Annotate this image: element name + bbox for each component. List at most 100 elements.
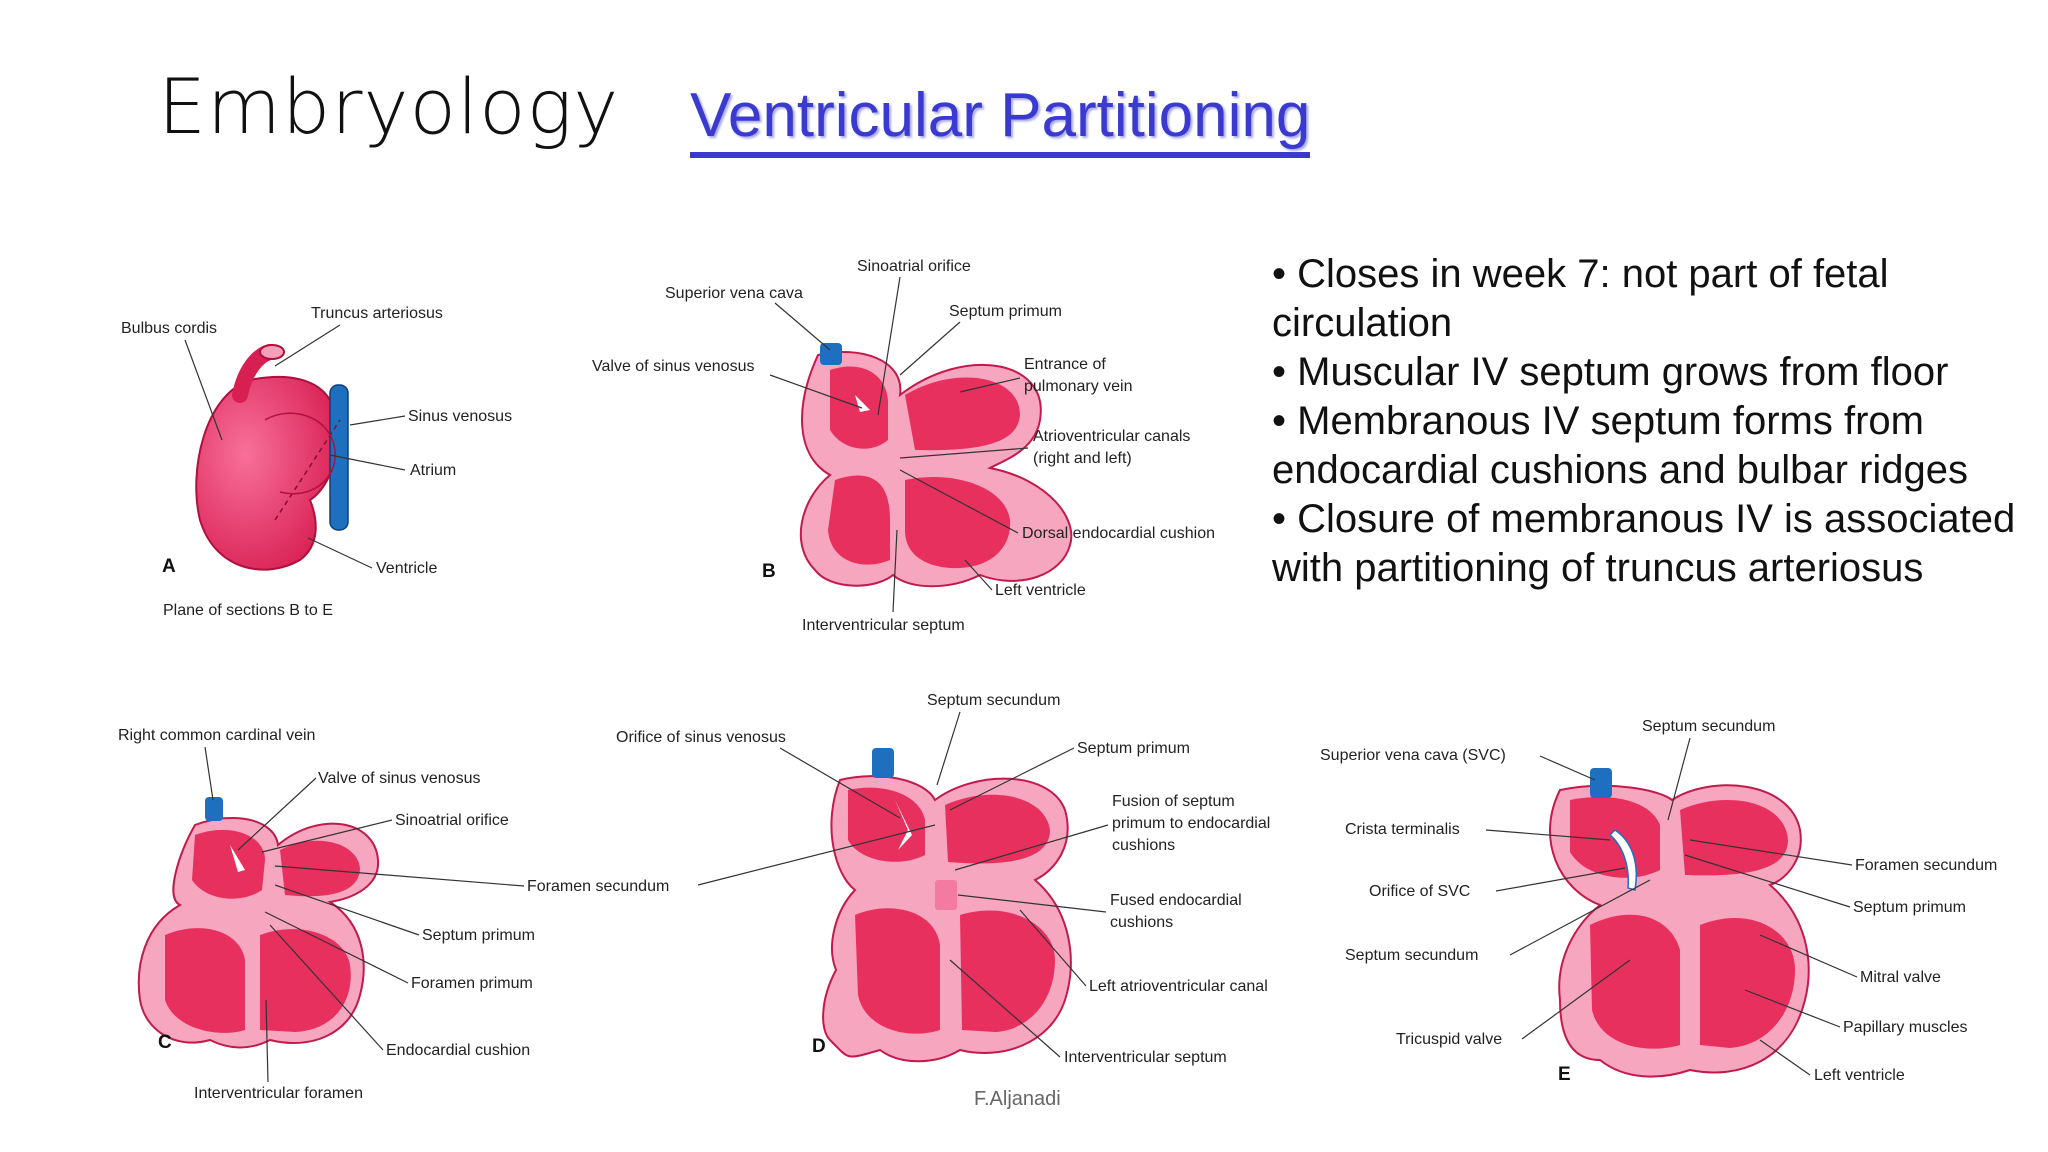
label-valve-sinus-venosus-c: Valve of sinus venosus (318, 770, 480, 787)
label-fused-endocardial-1: Fused endocardial (1110, 892, 1242, 909)
label-fusion-septum-2: primum to endocardial (1112, 815, 1270, 832)
label-interventricular-foramen: Interventricular foramen (194, 1085, 363, 1102)
leader-line (949, 959, 1061, 1058)
valve-slit-c (230, 845, 245, 872)
label-superior-vena-cava: Superior vena cava (665, 285, 803, 302)
label-right-common-cardinal-vein: Right common cardinal vein (118, 727, 315, 744)
label-septum-primum-c: Septum primum (422, 927, 535, 944)
panel-c: Right common cardinal vein Valve of sinu… (118, 727, 669, 1102)
panel-e: Septum secundum Superior vena cava (SVC)… (1320, 718, 1997, 1085)
leader-line (1485, 829, 1611, 841)
label-foramen-primum: Foramen primum (411, 975, 533, 992)
panel-a: Bulbus cordis Truncus arteriosus Sinus v… (121, 305, 512, 619)
panel-letter-d: D (812, 1036, 826, 1057)
leader-line (877, 276, 901, 416)
label-left-ventricle-e: Left ventricle (1814, 1067, 1905, 1084)
left-ventricle-b (905, 476, 1011, 569)
panel-b: Sinoatrial orifice Superior vena cava Se… (592, 258, 1215, 634)
leader-line (769, 374, 863, 409)
label-left-av-canal: Left atrioventricular canal (1089, 978, 1268, 995)
label-sinus-venosus: Sinus venosus (408, 408, 512, 425)
atrium-outline (264, 412, 336, 495)
truncus-opening-shape (259, 344, 285, 360)
heart-body-shape (195, 376, 340, 571)
label-av-canals: Atrioventricular canals (1033, 428, 1190, 445)
bullet-list: • Closes in week 7: not part of fetal ci… (1272, 250, 2048, 593)
leader-line (1684, 854, 1851, 908)
orifice-svc-shape (1608, 829, 1637, 891)
leader-line (269, 924, 384, 1051)
leader-line (1744, 989, 1841, 1028)
left-ventricle-d (960, 910, 1055, 1032)
leader-line (964, 559, 993, 591)
panel-letter-b: B (762, 561, 776, 582)
right-ventricle-d (855, 908, 940, 1034)
leader-line (959, 377, 1021, 393)
label-septum-secundum-e: Septum secundum (1345, 947, 1478, 964)
leader-line (892, 529, 898, 613)
label-left-ventricle-b: Left ventricle (995, 582, 1086, 599)
label-svc-e: Superior vena cava (SVC) (1320, 747, 1506, 764)
label-septum-secundum-e-top: Septum secundum (1642, 718, 1775, 735)
label-fusion-septum-1: Fusion of septum (1112, 793, 1235, 810)
label-fusion-septum-3: cushions (1112, 837, 1175, 854)
left-atrium-b (905, 377, 1020, 451)
leader-line (265, 999, 269, 1083)
leader-line (779, 747, 901, 819)
leader-line (1759, 934, 1858, 978)
leader-line (204, 746, 214, 801)
label-orifice-svc: Orifice of SVC (1369, 883, 1470, 900)
label-septum-secundum-d: Septum secundum (927, 692, 1060, 709)
label-dorsal-endocardial-cushion: Dorsal endocardial cushion (1022, 525, 1215, 542)
leader-line (954, 824, 1109, 871)
leader-line (274, 884, 420, 936)
label-septum-primum-e: Septum primum (1853, 899, 1966, 916)
label-papillary-muscles: Papillary muscles (1843, 1019, 1967, 1036)
cardinal-vein-vessel-c (205, 797, 223, 821)
leader-line (307, 537, 373, 569)
right-ventricle-c (165, 928, 245, 1033)
leader-line (1759, 1039, 1811, 1076)
leader-line (1667, 737, 1691, 821)
label-orifice-sinus-venosus: Orifice of sinus venosus (616, 729, 786, 746)
label-valve-sinus-venosus-b: Valve of sinus venosus (592, 358, 754, 375)
leader-line (1495, 867, 1626, 892)
label-atrium: Atrium (410, 462, 456, 479)
label-bulbus-cordis: Bulbus cordis (121, 320, 217, 337)
leader-line (237, 777, 317, 851)
slide-subtitle: Ventricular Partitioning (690, 82, 1311, 158)
leader-line (1019, 909, 1087, 987)
leader-line (264, 911, 409, 984)
label-plane-of-sections: Plane of sections B to E (163, 602, 333, 619)
leader-line (1521, 959, 1631, 1040)
left-ventricle-c (260, 929, 351, 1032)
leader-line (329, 454, 406, 471)
svc-vessel-e (1590, 768, 1612, 798)
left-ventricle-e (1700, 917, 1795, 1048)
bullet-item: • Muscular IV septum grows from floor (1272, 350, 1949, 394)
valve-slit-b (855, 395, 870, 412)
fused-cushion-shape-d (935, 880, 957, 910)
label-endocardial-cushion: Endocardial cushion (386, 1042, 530, 1059)
right-atrium-d (848, 787, 925, 862)
label-foramen-secundum-e: Foramen secundum (1855, 857, 1997, 874)
label-mitral-valve: Mitral valve (1860, 969, 1941, 986)
leader-line (899, 321, 961, 376)
leader-line (899, 469, 1019, 534)
leader-line (936, 711, 961, 786)
left-atrium-d (945, 794, 1050, 864)
leader-line (274, 324, 341, 367)
label-right-and-left: (right and left) (1033, 450, 1132, 467)
label-crista-terminalis: Crista terminalis (1345, 821, 1460, 838)
sinus-venosus-vessel-d (872, 748, 894, 778)
label-interventricular-septum-d: Interventricular septum (1064, 1049, 1227, 1066)
leader-line (274, 865, 525, 887)
leader-line (1689, 839, 1853, 866)
right-atrium-c (192, 829, 265, 899)
bullet-item: • Closure of membranous IV is associated… (1272, 497, 2016, 590)
label-fused-endocardial-2: cushions (1110, 914, 1173, 931)
valve-slit-d (895, 800, 912, 850)
footer-author: F.Aljanadi (974, 1088, 1061, 1110)
label-pulmonary-vein: pulmonary vein (1024, 378, 1133, 395)
